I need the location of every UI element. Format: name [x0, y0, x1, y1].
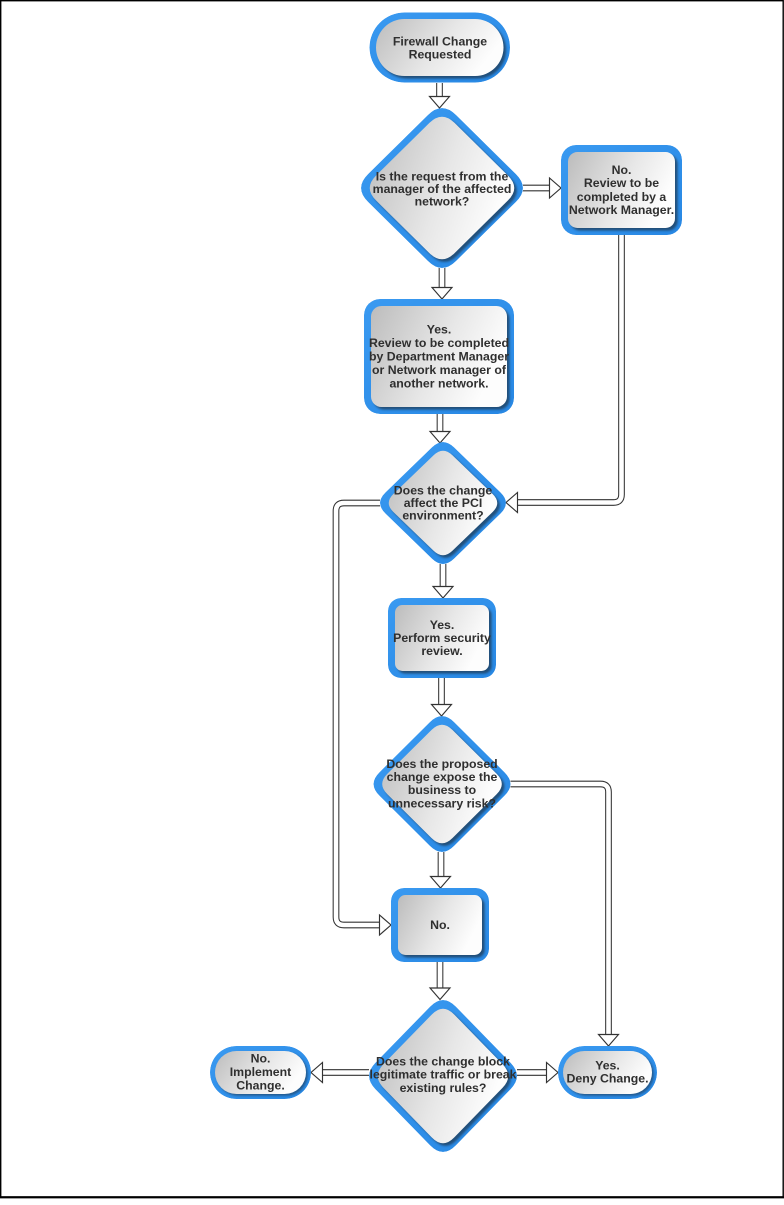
- svg-text:No.: No.: [430, 918, 450, 932]
- svg-text:Network Manager.: Network Manager.: [569, 203, 674, 217]
- svg-text:Yes.: Yes.: [430, 618, 455, 632]
- svg-text:legitimate traffic or break: legitimate traffic or break: [370, 1068, 517, 1082]
- svg-text:Firewall Change: Firewall Change: [393, 35, 487, 49]
- svg-text:Review to be: Review to be: [584, 176, 659, 190]
- svg-text:environment?: environment?: [402, 509, 483, 523]
- svg-text:completed by a: completed by a: [577, 190, 667, 204]
- svg-text:manager of the affected: manager of the affected: [373, 182, 512, 196]
- svg-text:Does the change: Does the change: [394, 483, 493, 497]
- svg-text:Does the change block: Does the change block: [376, 1054, 510, 1068]
- svg-text:Yes.: Yes.: [595, 1058, 620, 1072]
- svg-text:another network.: another network.: [389, 376, 488, 390]
- svg-text:review.: review.: [421, 644, 462, 658]
- svg-text:No.: No.: [612, 163, 632, 177]
- svg-text:Is the request from the: Is the request from the: [376, 169, 509, 183]
- svg-text:Change.: Change.: [236, 1078, 285, 1092]
- svg-text:Perform security: Perform security: [393, 631, 491, 645]
- svg-text:Requested: Requested: [409, 47, 472, 61]
- svg-text:by Department Manager: by Department Manager: [369, 350, 509, 364]
- svg-text:network?: network?: [415, 195, 470, 209]
- svg-text:Does the proposed: Does the proposed: [386, 757, 497, 771]
- svg-text:No.: No.: [251, 1052, 271, 1066]
- svg-text:existing rules?: existing rules?: [400, 1081, 487, 1095]
- svg-text:business to: business to: [408, 783, 477, 797]
- svg-text:unnecessary risk?: unnecessary risk?: [388, 796, 496, 810]
- svg-text:affect the PCI: affect the PCI: [404, 496, 483, 510]
- svg-text:or Network manager of: or Network manager of: [372, 363, 507, 377]
- svg-text:Review to be completed: Review to be completed: [369, 336, 509, 350]
- svg-text:change expose the: change expose the: [387, 770, 498, 784]
- svg-text:Yes.: Yes.: [427, 323, 452, 337]
- svg-text:Implement: Implement: [230, 1065, 292, 1079]
- svg-text:Deny Change.: Deny Change.: [567, 1072, 649, 1086]
